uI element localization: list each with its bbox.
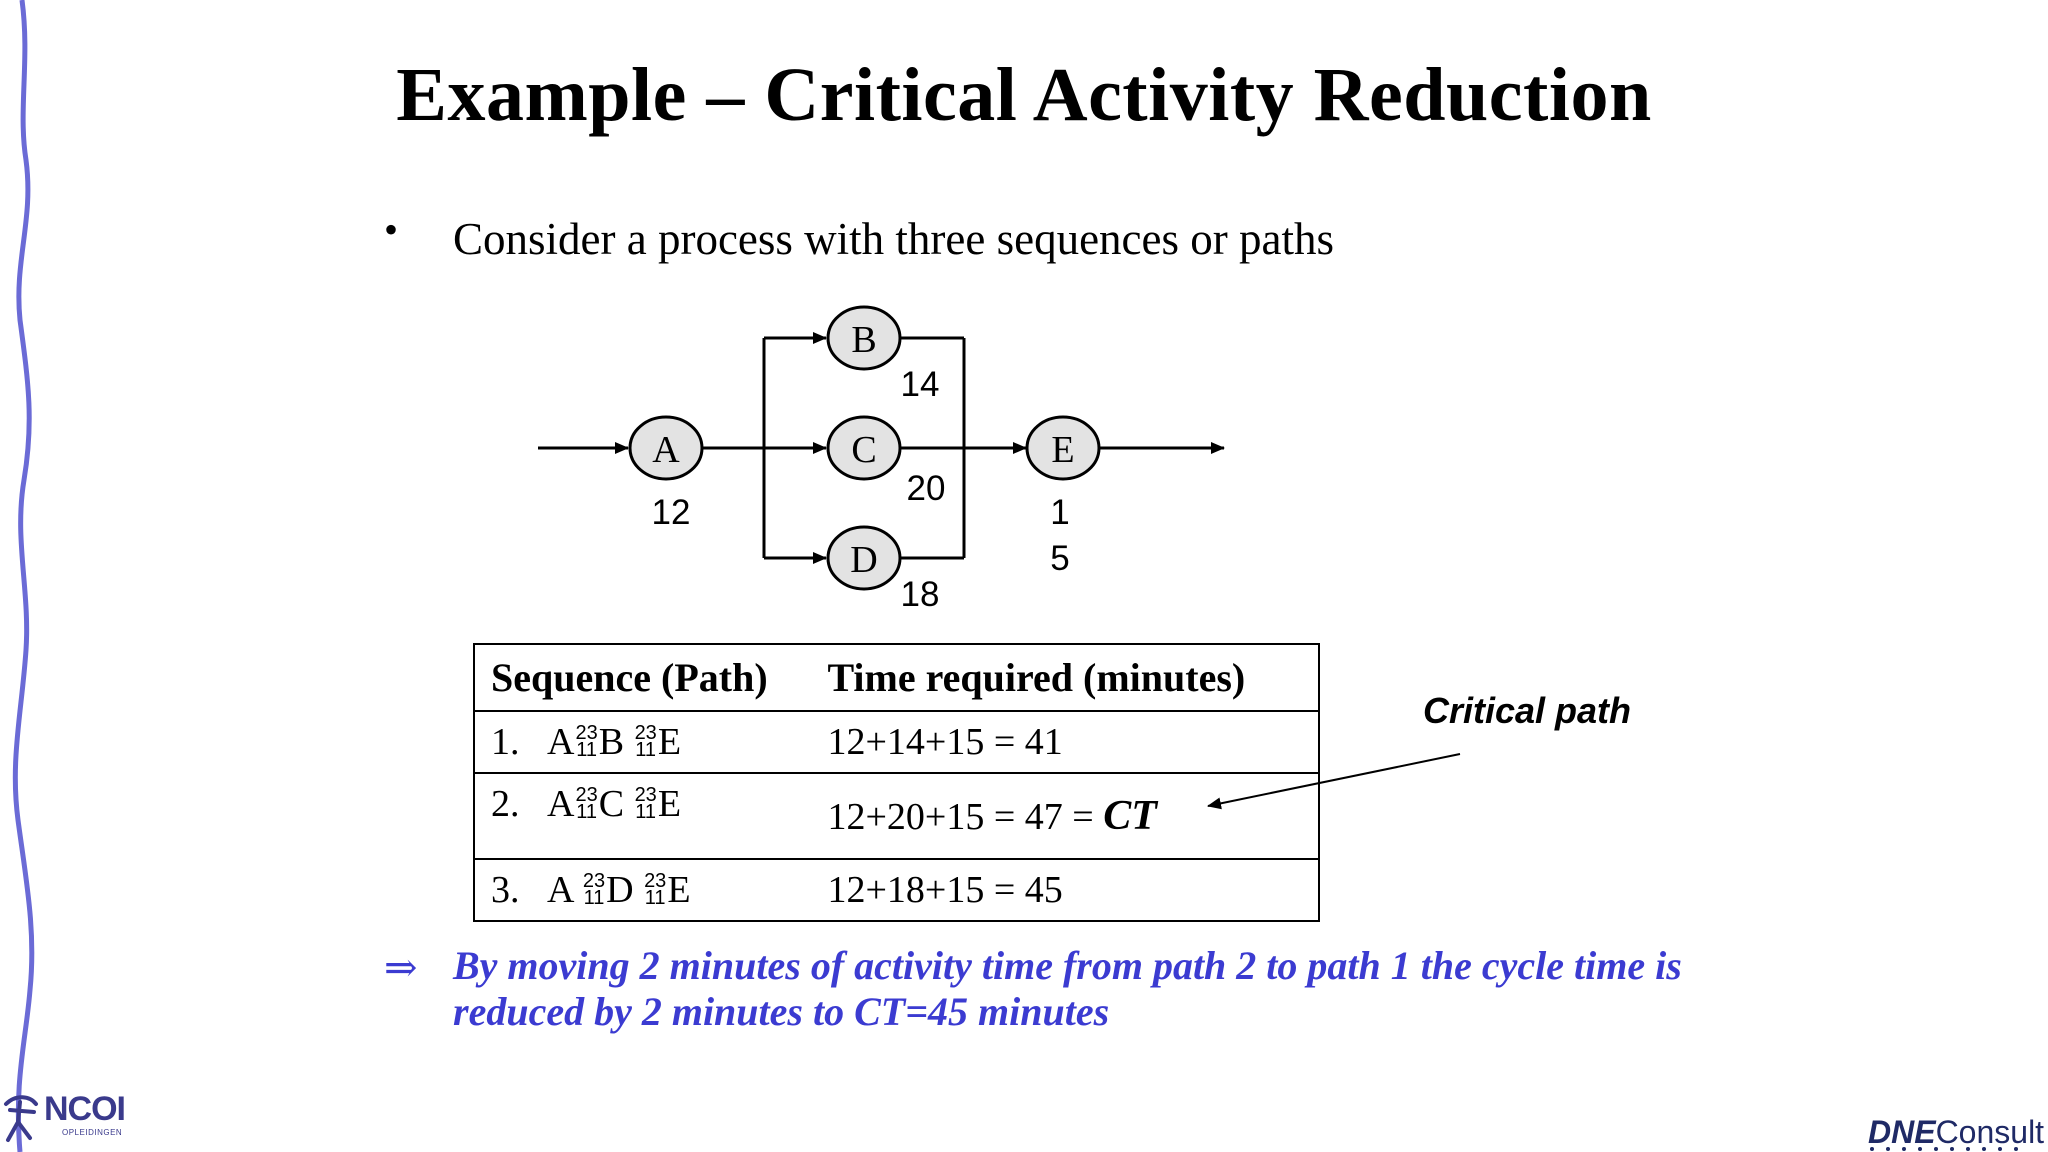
node-a-label: A: [652, 429, 680, 471]
implies-symbol: ⇒: [384, 945, 418, 990]
left-decorative-rule: [12, 0, 35, 1152]
conclusion-text: By moving 2 minutes of activity time fro…: [453, 943, 1682, 1034]
node-c-label: C: [851, 429, 876, 471]
paths-table: Sequence (Path) Time required (minutes) …: [473, 643, 1320, 922]
bullet-marker: •: [384, 207, 399, 252]
critical-path-arrow: [1207, 753, 1461, 810]
node-e-duration-2: 5: [1050, 539, 1069, 578]
node-b-label: B: [851, 319, 876, 361]
ncoi-logo-figure: [4, 1095, 38, 1142]
node-c: [826, 415, 902, 481]
node-d-label: D: [850, 539, 877, 581]
node-e-label: E: [1051, 429, 1074, 471]
time-cell: 12+18+15 = 45: [827, 869, 1063, 911]
node-a-duration: 12: [652, 493, 691, 532]
node-b-duration: 14: [901, 365, 940, 404]
slide-title: Example – Critical Activity Reduction: [396, 53, 1652, 137]
node-e-duration-1: 1: [1050, 493, 1069, 532]
node-b: [826, 305, 902, 371]
time-cell: 12+14+15 = 41: [827, 721, 1063, 763]
node-a: [628, 415, 704, 481]
logo-dots: [1870, 1147, 2018, 1151]
cycle-time-label: CT: [1103, 793, 1157, 839]
node-d: [826, 525, 902, 591]
ncoi-logo-text: NCOI: [44, 1090, 126, 1128]
header-time: Time required (minutes): [827, 655, 1246, 700]
critical-path-label: Critical path: [1423, 690, 1632, 731]
ncoi-logo-subtext: OPLEIDINGEN: [62, 1128, 123, 1137]
node-d-duration: 18: [901, 575, 940, 614]
node-c-duration: 20: [907, 469, 946, 508]
bullet-text: Consider a process with three sequences …: [453, 214, 1334, 264]
time-cell: 12+20+15 = 47 = CT: [827, 793, 1157, 839]
header-sequence: Sequence (Path): [491, 655, 768, 700]
node-e: [1025, 415, 1101, 481]
table-header-row: Sequence (Path) Time required (minutes): [474, 644, 1319, 711]
dne-consult-logo: DNEConsult: [1868, 1114, 2045, 1150]
